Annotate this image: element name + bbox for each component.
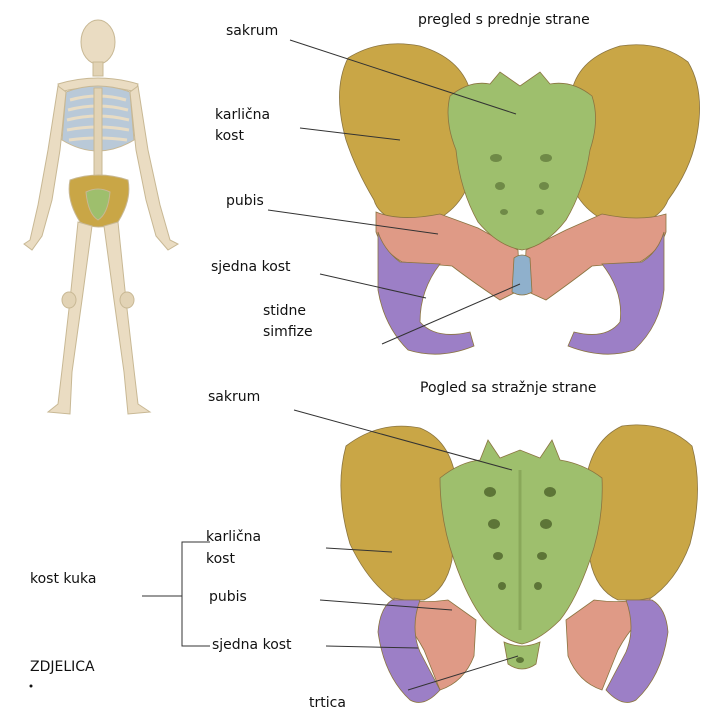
skeleton-figure — [24, 20, 178, 414]
front-label-pubis: pubis — [226, 190, 264, 212]
skeleton-arm-left — [24, 86, 66, 250]
front-label-ilium-line2: kost — [215, 125, 244, 147]
back-label-sacrum: sakrum — [208, 386, 260, 408]
back-label-ilium-line1: karlična — [206, 526, 261, 548]
back-coccyx — [504, 642, 540, 669]
skeleton-leg-right — [104, 222, 150, 414]
skeleton-leg-left — [48, 222, 92, 414]
pelvis-back-view — [341, 425, 698, 703]
caption-dot — [30, 685, 33, 688]
front-label-sacrum: sakrum — [226, 20, 278, 42]
back-ilium-right — [586, 425, 698, 600]
back-view-title: Pogled sa stražnje strane — [420, 380, 596, 396]
hip-bone-group-label: kost kuka — [30, 568, 96, 590]
back-label-ilium-line2: kost — [206, 548, 235, 570]
front-pubic-symphysis — [512, 255, 532, 295]
back-label-coccyx: trtica — [309, 692, 346, 714]
back-label-pubis: pubis — [209, 586, 247, 608]
pelvis-caption: ZDJELICA — [30, 656, 95, 678]
front-label-ischium: sjedna kost — [211, 256, 291, 278]
back-ilium-left — [341, 426, 456, 600]
skeleton-skull — [81, 20, 115, 64]
front-label-symphysis-line1: stidne — [263, 300, 306, 322]
back-label-ischium: sjedna kost — [212, 634, 292, 656]
front-view-title: pregled s prednje strane — [418, 12, 590, 28]
skeleton-spine — [94, 88, 102, 180]
hip-bone-bracket — [142, 542, 210, 646]
pelvis-front-view — [339, 44, 699, 354]
front-label-symphysis-line2: simfize — [263, 321, 313, 343]
skeleton-arm-right — [130, 86, 178, 250]
front-label-ilium-line1: karlična — [215, 104, 270, 126]
skeleton-neck — [93, 62, 103, 76]
